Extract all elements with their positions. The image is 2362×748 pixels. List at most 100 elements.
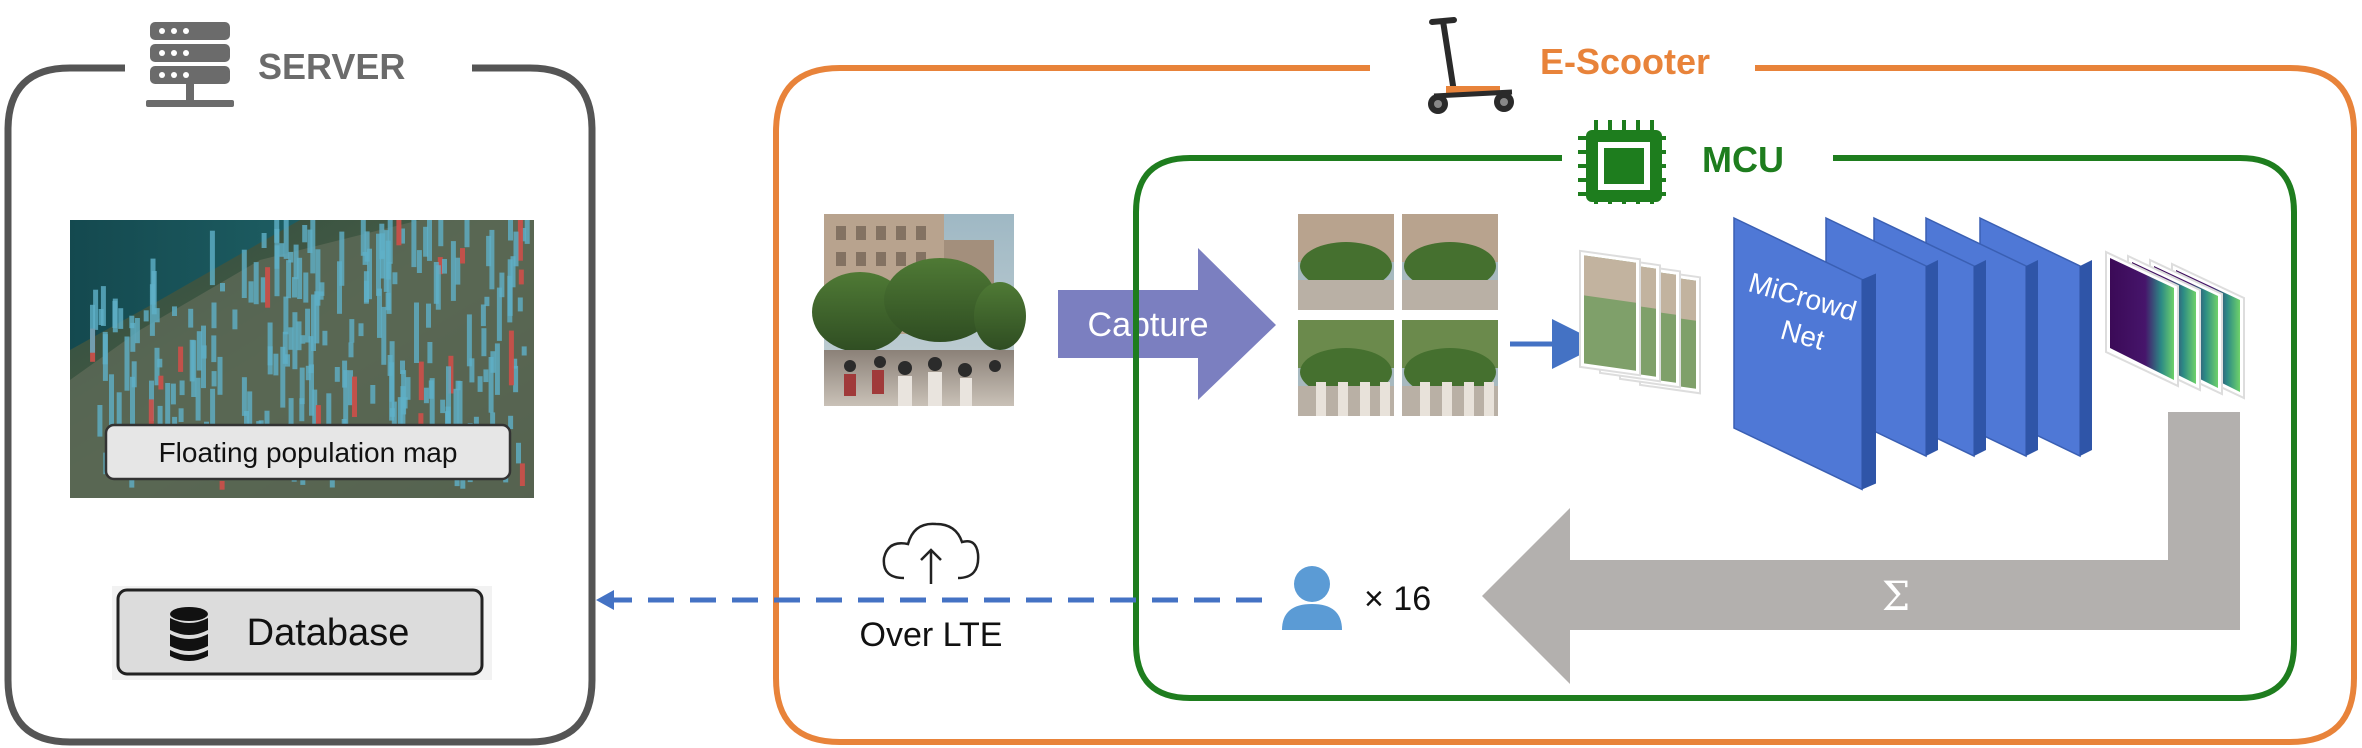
map-density-bar — [460, 248, 465, 264]
map-density-bar — [124, 336, 130, 391]
map-density-bar — [349, 319, 355, 343]
cloud-upload-icon — [882, 522, 980, 584]
map-density-bar — [102, 334, 108, 381]
map-density-bar — [310, 220, 316, 274]
cnn-layer-block — [1733, 216, 1876, 491]
map-density-bar — [309, 364, 314, 416]
map-density-bar — [446, 366, 451, 425]
map-density-bar — [480, 304, 486, 327]
map-density-bar — [314, 291, 320, 344]
server-panel: SERVER Floating population map Database — [4, 22, 596, 746]
map-density-bar — [303, 272, 309, 303]
map-density-bar — [438, 220, 444, 247]
map-density-bar — [149, 284, 155, 336]
map-density-bar — [520, 228, 526, 242]
scooter-frame — [773, 65, 2357, 745]
map-density-bar — [315, 249, 321, 306]
map-density-bar — [457, 381, 463, 427]
map-density-bar — [516, 442, 521, 464]
lte-uplink: Over LTE — [596, 522, 1262, 654]
map-density-bar — [312, 389, 318, 430]
map-density-bar — [521, 346, 527, 356]
stacked-patches — [1579, 249, 1701, 395]
map-density-bar — [211, 371, 217, 387]
map-density-bar — [209, 230, 215, 286]
map-density-bar — [440, 399, 446, 414]
map-density-bar — [211, 302, 217, 329]
map-density-bar — [510, 256, 516, 288]
server-title: SERVER — [258, 46, 405, 87]
map-density-bar — [178, 346, 184, 372]
map-density-bar — [423, 226, 429, 257]
map-density-bar — [362, 252, 368, 265]
map-density-bar — [288, 398, 294, 425]
map-density-bar — [507, 275, 513, 323]
map-density-bar — [326, 393, 332, 448]
image-patch — [1402, 320, 1498, 416]
map-density-bar — [376, 233, 381, 296]
map-density-bar — [210, 388, 216, 442]
capture-label: Capture — [1088, 306, 1209, 344]
map-density-bar — [524, 220, 530, 244]
map-density-bar — [118, 308, 124, 329]
map-density-bar — [286, 260, 292, 299]
map-density-bar — [405, 377, 411, 400]
map-density-bar — [195, 377, 201, 421]
map-density-bar — [307, 229, 313, 253]
map-density-bar — [512, 358, 518, 369]
map-density-bar — [274, 228, 280, 269]
map-density-bar — [130, 322, 136, 352]
map-density-bar — [386, 262, 392, 314]
map-density-bar — [112, 300, 118, 328]
map-density-bar — [296, 321, 302, 351]
map-density-bar — [435, 265, 441, 310]
map-density-bar — [299, 398, 305, 422]
scooter-panel: E-Scooter Capture — [773, 17, 2357, 745]
image-patch — [1402, 214, 1498, 310]
map-density-bar — [292, 312, 298, 370]
map-density-bar — [334, 367, 340, 382]
map-density-bar — [157, 358, 163, 368]
map-density-bar — [150, 258, 156, 305]
map-density-bar — [100, 286, 106, 326]
map-density-bar — [292, 277, 297, 298]
map-density-bar — [414, 302, 419, 363]
map-density-bar — [400, 360, 405, 374]
map-density-bar — [248, 281, 254, 303]
map-density-bar — [302, 225, 308, 243]
map-density-bar — [499, 272, 505, 298]
map-density-bar — [343, 370, 349, 428]
map-density-bar — [130, 376, 135, 426]
map-density-bar — [517, 220, 523, 261]
street-image — [812, 214, 1026, 406]
map-density-bar — [134, 318, 140, 344]
database-label: Database — [247, 612, 410, 654]
map-density-bar — [455, 257, 461, 285]
map-density-bar — [189, 339, 195, 382]
map-density-bar — [217, 356, 223, 395]
map-label: Floating population map — [159, 437, 458, 468]
map-density-bar — [97, 405, 103, 437]
micrownet-blocks — [1733, 216, 2092, 491]
map-density-bar — [426, 303, 431, 328]
map-density-bar — [513, 365, 519, 393]
map-density-bar — [305, 365, 311, 381]
density-maps — [2105, 250, 2245, 400]
map-density-bar — [308, 336, 314, 374]
map-density-bar — [508, 330, 514, 386]
map-density-bar — [453, 388, 459, 426]
map-density-bar — [253, 262, 259, 305]
scooter-icon — [1428, 17, 1514, 114]
map-density-bar — [358, 323, 364, 337]
chip-icon — [1578, 120, 1666, 204]
map-density-bar — [109, 374, 114, 437]
map-density-bar — [360, 220, 366, 256]
map-density-bar — [170, 383, 176, 405]
map-density-bar — [267, 346, 273, 375]
uplink-arrowhead — [596, 590, 614, 610]
map-density-bar — [274, 220, 280, 243]
database-icon — [170, 607, 208, 661]
scooter-title: E-Scooter — [1540, 41, 1710, 82]
map-density-bar — [265, 267, 271, 308]
